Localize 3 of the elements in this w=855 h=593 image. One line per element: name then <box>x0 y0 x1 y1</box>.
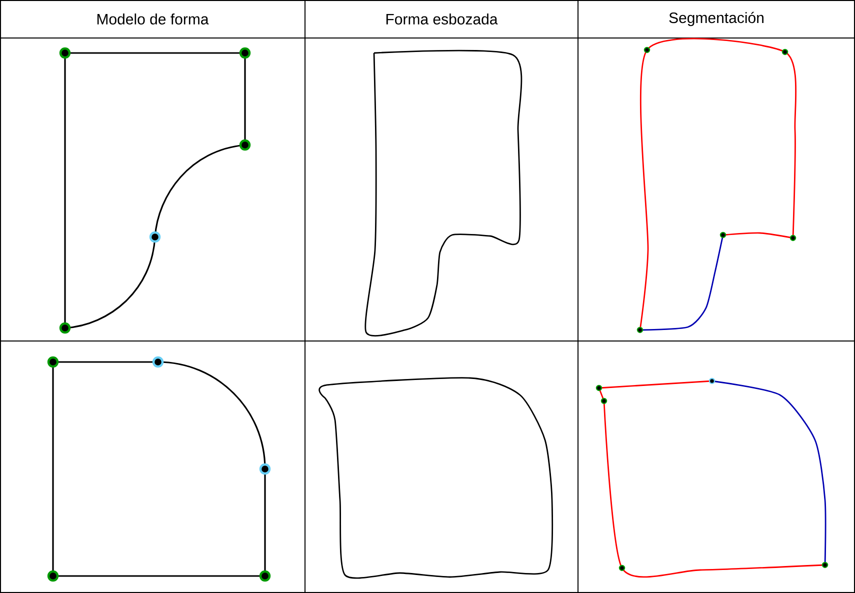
column-header: Modelo de forma <box>97 14 209 24</box>
column-header: Forma esbozada <box>386 14 498 24</box>
column-header: Segmentación <box>669 12 764 26</box>
